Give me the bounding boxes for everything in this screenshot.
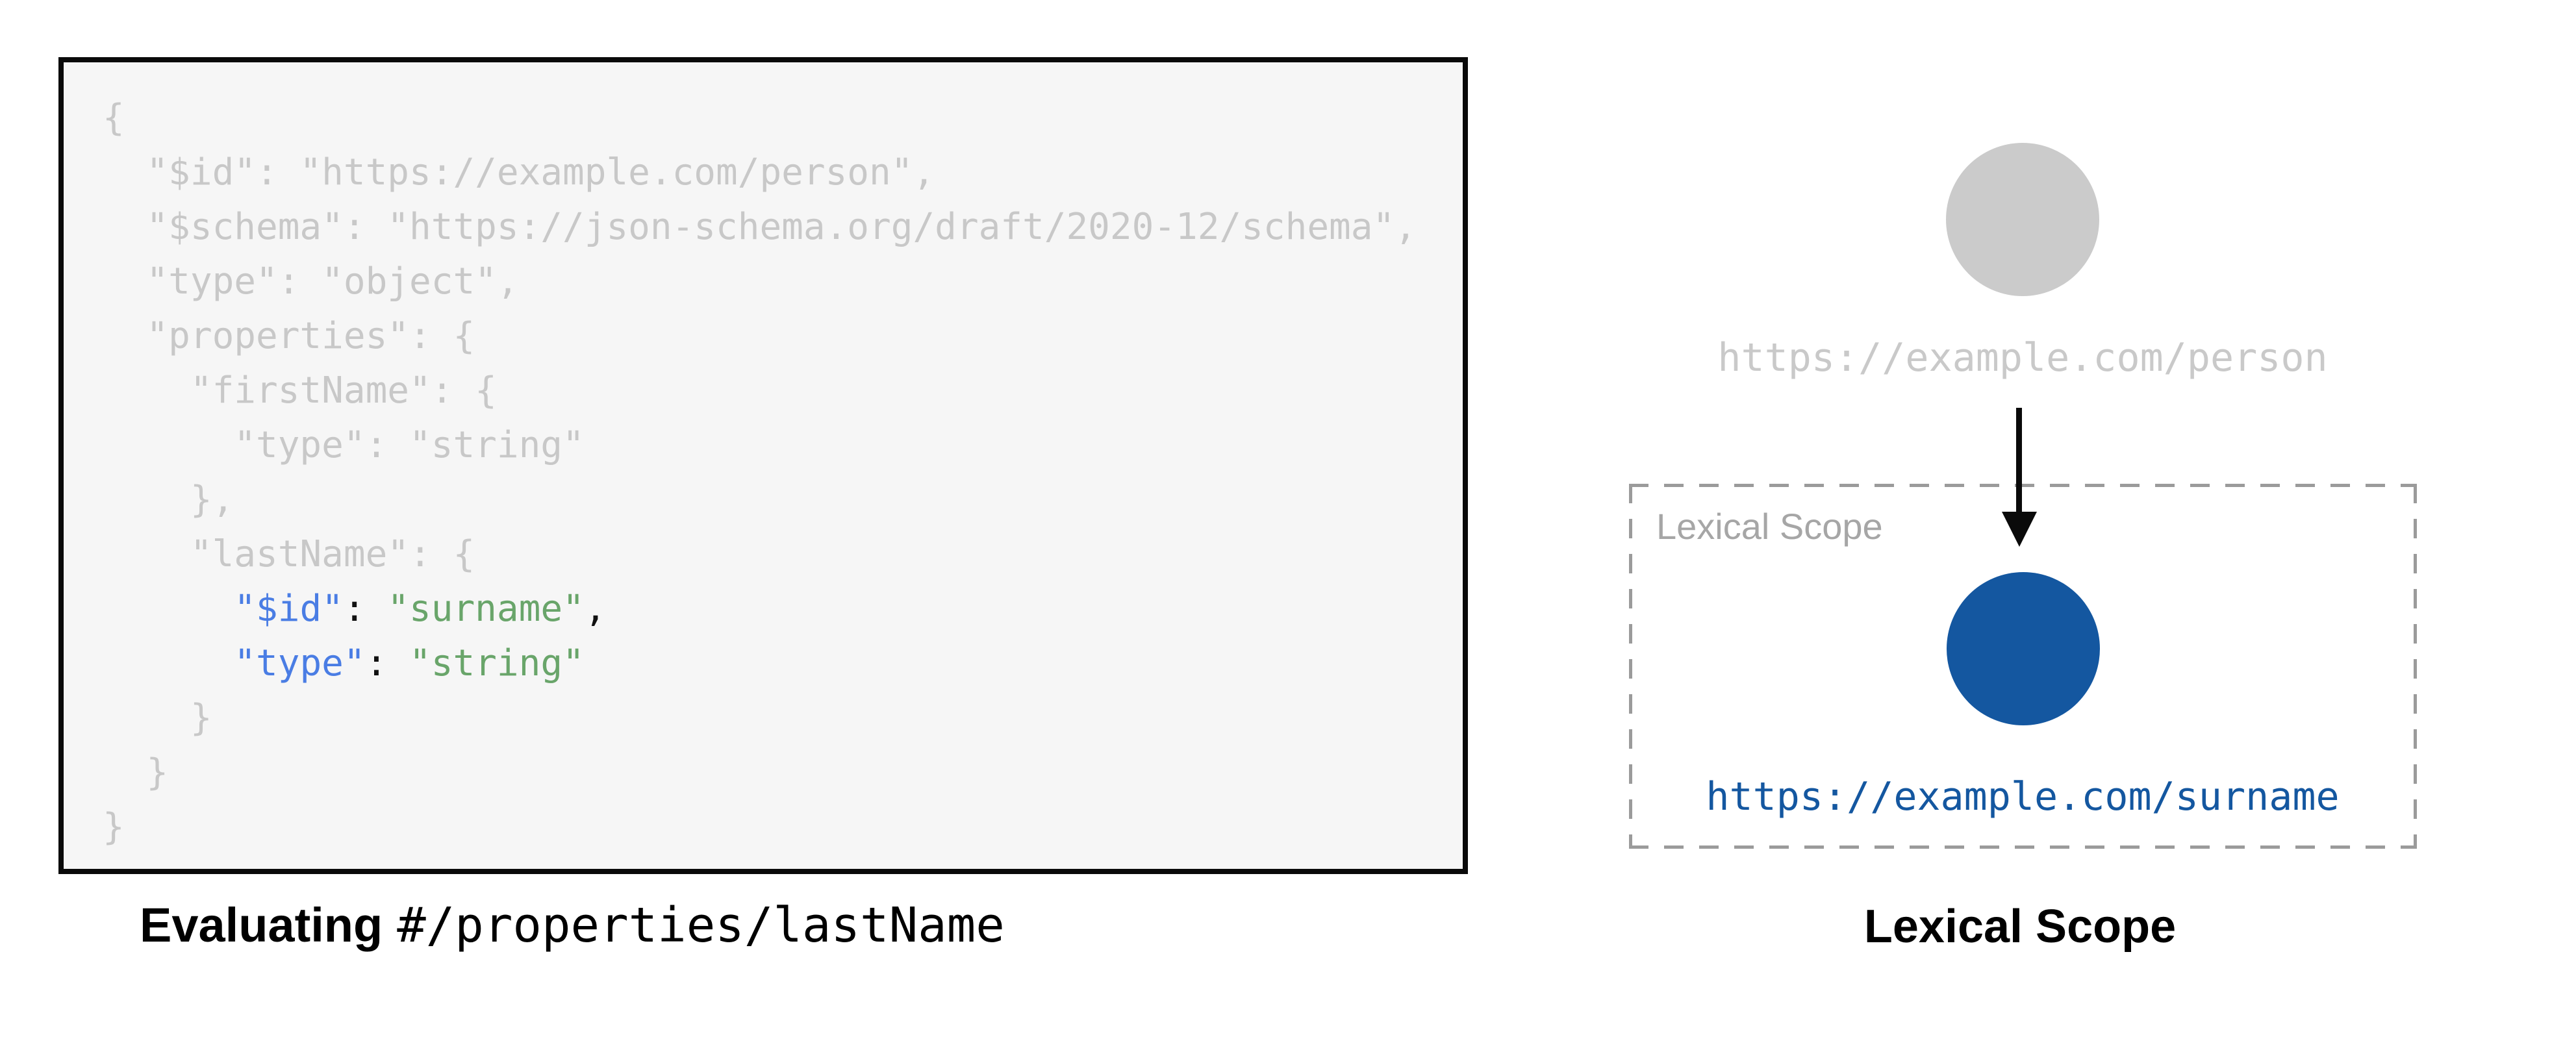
left-caption: Evaluating #/properties/lastName [140, 897, 1005, 953]
code-line: "$id": "surname", [234, 588, 607, 630]
code-block: { "$id": "https://example.com/person", "… [103, 91, 1417, 855]
code-line: "type": "object", [103, 260, 519, 303]
code-line: "type": "string" [234, 642, 585, 684]
evaluating-label: Evaluating [140, 898, 383, 952]
code-line: "$schema": "https://json-schema.org/draf… [103, 206, 1417, 248]
code-line: "$id": "https://example.com/person", [103, 151, 935, 194]
parent-schema-node-circle [1946, 143, 2099, 296]
child-schema-node-circle [1947, 572, 2100, 725]
lexical-scope-box-label: Lexical Scope [1656, 506, 1883, 547]
code-line: "properties": { [103, 315, 475, 357]
right-caption: Lexical Scope [1863, 901, 2177, 953]
code-line: "lastName": { [103, 533, 475, 575]
arrow-head [2002, 512, 2037, 547]
arrow-shaft [2016, 408, 2022, 513]
code-line: }, [103, 479, 234, 521]
schema-code-panel: { "$id": "https://example.com/person", "… [58, 57, 1468, 874]
code-line: { [103, 97, 125, 139]
code-line: "firstName": { [103, 369, 497, 412]
code-line: } [103, 697, 212, 739]
code-line: } [103, 806, 125, 848]
child-schema-uri-label: https://example.com/surname [1706, 774, 2340, 820]
json-pointer-label: #/properties/lastName [397, 897, 1005, 953]
code-line: "type": "string" [103, 424, 585, 466]
code-line: } [103, 751, 169, 794]
parent-schema-uri-label: https://example.com/person [1717, 335, 2328, 381]
